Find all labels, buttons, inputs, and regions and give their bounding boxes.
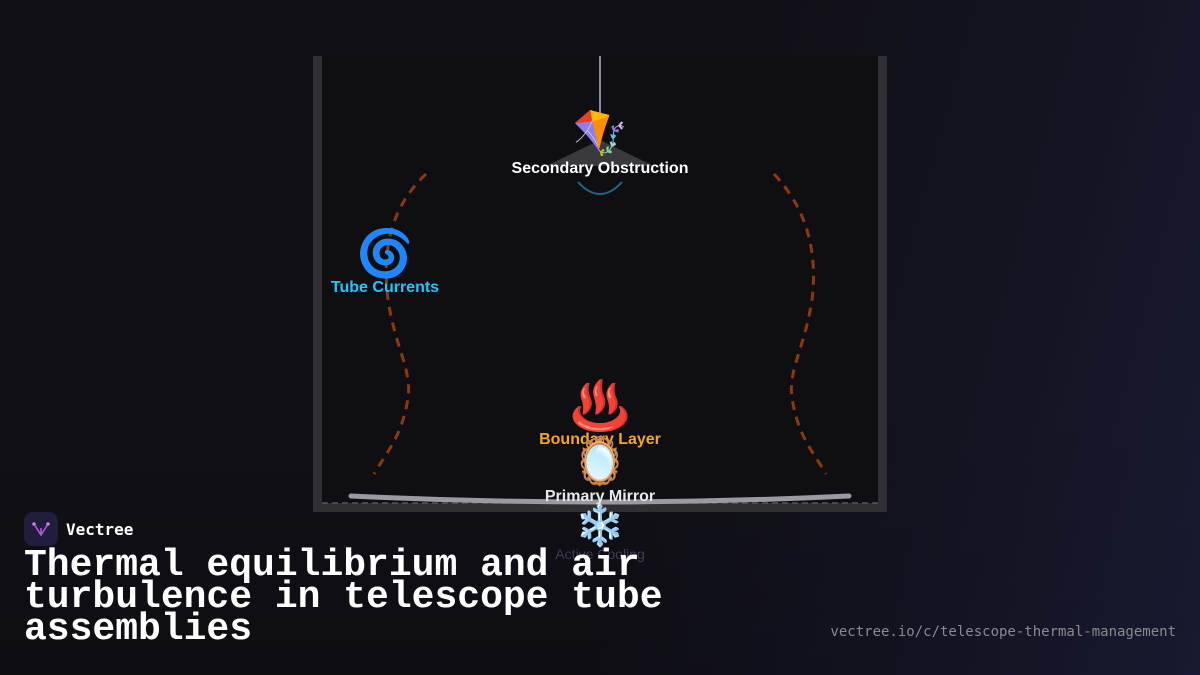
- secondary-mirror-housing: [546, 140, 654, 166]
- convection-current-right: [772, 172, 828, 475]
- secondary-obstruction-label: Secondary Obstruction: [511, 160, 689, 177]
- vectree-logo-icon: [24, 512, 58, 546]
- primary-mirror-surface: [348, 493, 852, 505]
- tube-wall-left: [313, 56, 322, 512]
- secondary-reflection-arc: [577, 181, 623, 195]
- cyclone-icon: 🌀: [356, 226, 414, 280]
- tube-currents-label: Tube Currents: [330, 279, 440, 296]
- tube-bottom: [313, 503, 887, 512]
- brand-name: Vectree: [66, 519, 134, 539]
- active-cooling-label: Active Cooling: [555, 546, 645, 562]
- tube-wall-right: [878, 56, 887, 512]
- boundary-layer-label: Boundary Layer: [539, 431, 661, 448]
- hot-springs-icon: ♨️: [570, 378, 630, 434]
- mirror-icon: 🪞: [571, 434, 629, 488]
- primary-mirror-label: Primary Mirror: [544, 488, 656, 505]
- snowflake-icon: ❄️: [575, 503, 625, 549]
- page-title: Thermal equilibrium and air turbulence i…: [24, 544, 663, 651]
- source-url[interactable]: vectree.io/c/telescope-thermal-managemen…: [830, 624, 1176, 640]
- brand: Vectree: [24, 512, 133, 546]
- kite-icon: 🪁: [572, 108, 628, 159]
- convection-current-left: [372, 172, 428, 475]
